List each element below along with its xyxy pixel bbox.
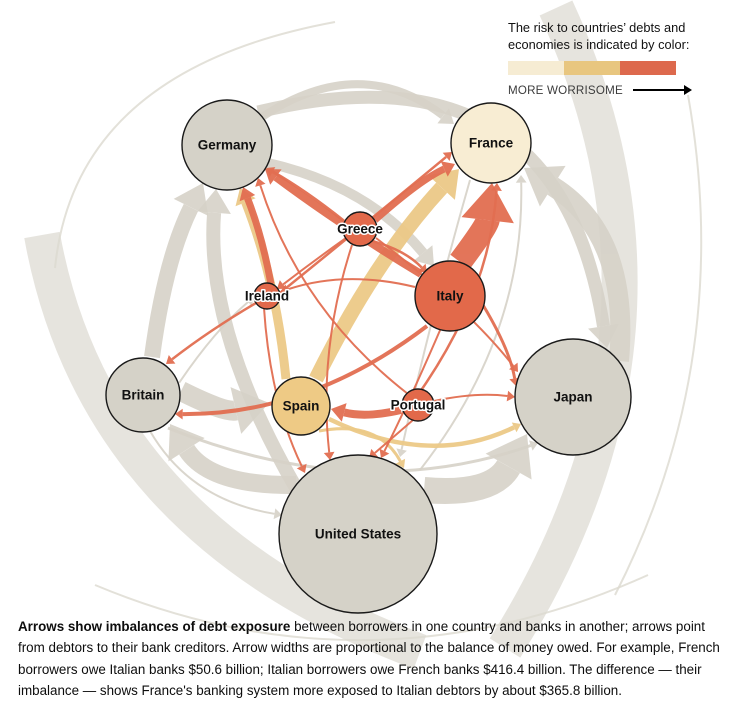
risk-scale-segment [508, 60, 564, 75]
node-germany: Germany [181, 99, 273, 191]
node-britain: Britain [105, 357, 181, 433]
arrow-britain-to-germany [144, 183, 209, 359]
node-label-germany: Germany [198, 138, 257, 153]
node-label-britain: Britain [122, 388, 165, 403]
arrow-greece-to-united-states [323, 244, 353, 460]
node-label-france: France [469, 136, 514, 151]
arrow-outer-to-ring-top [54, 21, 336, 269]
arrow-spain-to-united-states [318, 427, 406, 468]
arrow-portugal-to-japan [433, 390, 515, 402]
node-label-portugal: Portugal [391, 398, 446, 413]
arrow-united-states-to-britain [168, 424, 297, 495]
risk-legend-title: The risk to countries’ debts and economi… [508, 20, 690, 52]
arrow-spain-to-japan [328, 416, 521, 449]
arrow-britain-to-ireland [178, 297, 254, 384]
risk-scale [508, 60, 676, 75]
caption: Arrows show imbalances of debt exposure … [18, 616, 734, 702]
arrow-greece-to-france [372, 161, 455, 223]
node-italy: Italy [414, 260, 486, 332]
more-worrisome-label: MORE WORRISOME [508, 83, 623, 97]
arrow-greece-to-germany [266, 167, 345, 223]
arrow-italy-to-france [450, 183, 514, 270]
arrow-portugal-to-germany [255, 178, 409, 395]
node-circle-ireland [253, 282, 281, 310]
arrow-united-states-to-germany [197, 189, 303, 492]
node-circle-greece [342, 211, 378, 247]
node-label-spain: Spain [283, 399, 320, 414]
arrow-outer-to-ring-right [614, 94, 703, 596]
node-circle-britain [105, 357, 181, 433]
caption-lead: Arrows show imbalances of debt exposure [18, 619, 291, 634]
node-ireland: Ireland [243, 282, 291, 310]
arrow-greece-to-ireland [277, 237, 347, 289]
node-circle-united-states [278, 454, 438, 614]
node-label-ireland: Ireland [245, 289, 289, 304]
node-spain: Spain [271, 376, 331, 436]
arrow-outer-to-ring-bottom [94, 574, 649, 642]
node-united-states: United States [278, 454, 438, 614]
node-label-united-states: United States [315, 527, 401, 542]
arrow-outer-to-arc-left [24, 231, 427, 669]
right-arrow-icon [632, 85, 692, 96]
node-label-japan: Japan [553, 390, 592, 405]
arrow-ireland-to-germany [239, 187, 275, 285]
arrow-japan-to-france [524, 165, 631, 362]
node-japan: Japan [514, 338, 632, 456]
node-circle-italy [414, 260, 486, 332]
node-greece: Greece [336, 211, 385, 247]
node-label-greece: Greece [337, 222, 383, 237]
node-circle-france [450, 102, 532, 184]
node-circle-portugal [401, 388, 435, 422]
risk-legend: The risk to countries’ debts and economi… [508, 20, 700, 97]
node-circle-spain [271, 376, 331, 436]
node-france: France [450, 102, 532, 184]
node-circle-germany [181, 99, 273, 191]
arrow-greece-to-italy [371, 239, 427, 273]
arrow-britain-to-united-states [149, 430, 282, 520]
node-label-italy: Italy [436, 289, 464, 304]
arrow-spain-to-germany [235, 188, 291, 380]
arrow-ireland-to-britain [166, 301, 257, 364]
risk-scale-segment [564, 60, 620, 75]
node-portugal: Portugal [389, 388, 447, 422]
arrow-united-states-to-japan [422, 434, 532, 504]
node-circle-japan [514, 338, 632, 456]
arrow-italy-to-ireland [280, 278, 416, 295]
arrow-portugal-to-spain [331, 403, 402, 422]
risk-scale-segment [620, 60, 676, 75]
more-worrisome-row: MORE WORRISOME [508, 84, 700, 97]
